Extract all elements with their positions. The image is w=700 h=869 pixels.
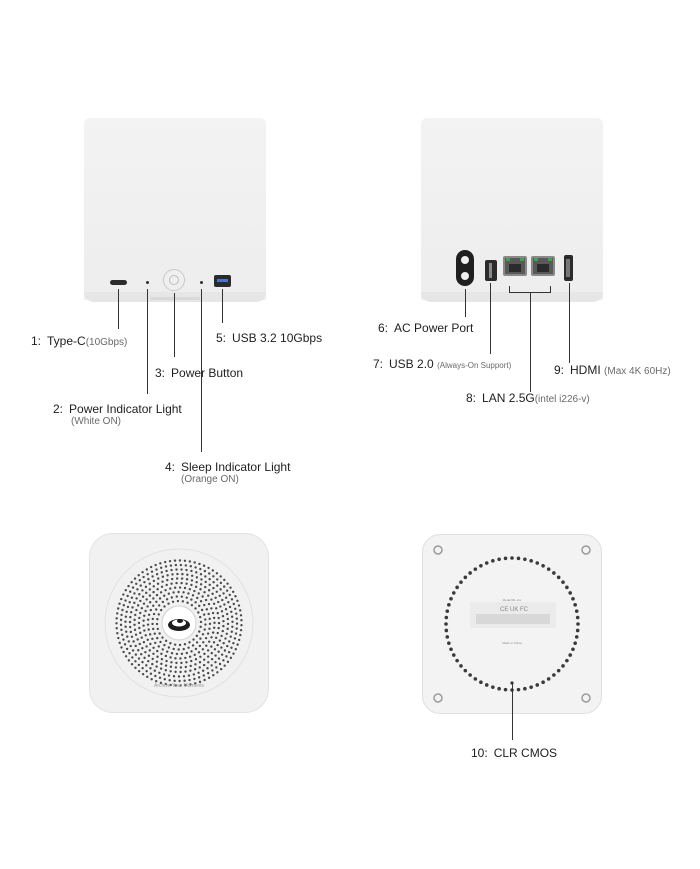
- label-lan: 8:LAN 2.5G(intel i226-v): [466, 391, 590, 405]
- label-certs: CE UK FC: [499, 607, 528, 613]
- ac-power-port[interactable]: [456, 250, 474, 286]
- center-logo-icon: [168, 619, 190, 631]
- usb20-port[interactable]: [485, 260, 497, 281]
- label-hdmi: 9:HDMI (Max 4K 60Hz): [554, 363, 671, 377]
- screw-icon: [433, 693, 443, 703]
- screw-icon: [581, 693, 591, 703]
- label-usb20: 7:USB 2.0 (Always-On Support): [373, 357, 512, 371]
- label-sleep-light: 4:Sleep Indicator Light: [165, 460, 291, 474]
- screw-icon: [433, 545, 443, 555]
- label-ac-power: 6:AC Power Port: [378, 321, 474, 335]
- hdmi-port[interactable]: [564, 255, 573, 281]
- label-power-button: 3:Power Button: [155, 366, 244, 380]
- speaker-grill: [104, 548, 254, 698]
- top-view-device: Archive Your Moments: [89, 533, 269, 713]
- lan-port-1[interactable]: [503, 256, 527, 276]
- usb32-port[interactable]: [214, 275, 231, 287]
- label-clr-cmos: 10:CLR CMOS: [471, 746, 558, 760]
- label-model: Model:ML-xxx: [502, 598, 522, 602]
- type-c-port[interactable]: [110, 280, 127, 285]
- label-sleep-light-sub: (Orange ON): [181, 474, 239, 485]
- label-type-c: 1:Type-C(10Gbps): [31, 334, 128, 348]
- ring-text: Archive Your Moments: [153, 683, 205, 689]
- label-power-light: 2:Power Indicator Light: [53, 402, 182, 416]
- power-indicator-light: [146, 281, 149, 284]
- power-button[interactable]: [163, 269, 185, 291]
- screw-icon: [581, 545, 591, 555]
- clr-cmos-hole: [510, 681, 514, 685]
- label-power-light-sub: (White ON): [71, 416, 121, 427]
- lan-port-2[interactable]: [531, 256, 555, 276]
- sleep-indicator-light: [200, 281, 203, 284]
- label-made-in: Made in China: [502, 641, 522, 645]
- label-usb32: 5:USB 3.2 10Gbps: [216, 331, 323, 345]
